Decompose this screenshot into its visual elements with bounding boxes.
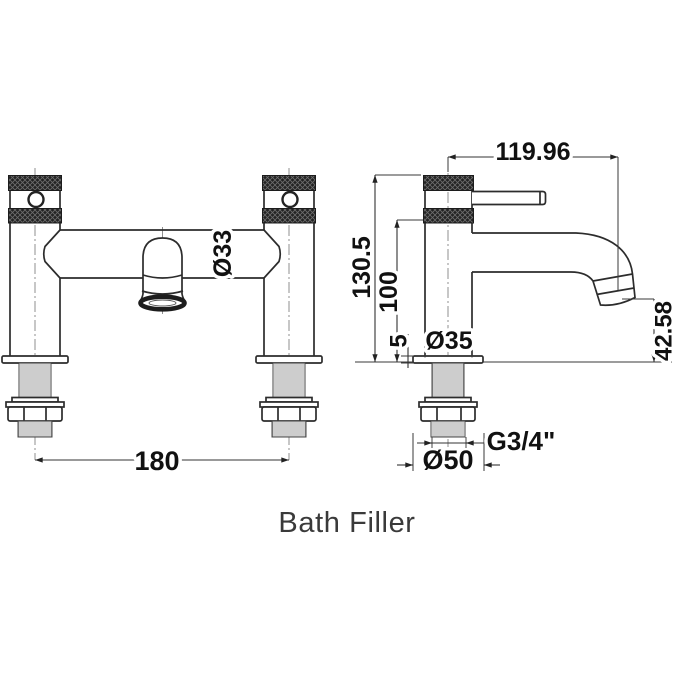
right-tail	[255, 355, 323, 438]
dim-body-diameter-label: Ø33	[209, 230, 237, 277]
backnut	[7, 406, 63, 422]
dim-body-height-label: 100	[375, 271, 403, 313]
knurl-band	[423, 208, 474, 224]
threaded-shank	[272, 362, 306, 399]
dim-deck-thickness-label: 5	[385, 334, 412, 347]
drawing-caption: Bath Filler	[278, 507, 415, 539]
knurl-band	[262, 175, 316, 191]
thread-end	[17, 420, 53, 438]
indicator-circle	[281, 190, 299, 209]
dim-180-label: 180	[134, 446, 179, 476]
backnut	[420, 406, 476, 422]
thread-end	[430, 420, 466, 438]
side-tail	[412, 355, 484, 438]
spout-outlet-hole	[148, 299, 177, 307]
dimension-spout-drop: 42.58	[483, 297, 675, 365]
flange	[1, 355, 69, 364]
dim-thread-size-label: G3/4"	[487, 426, 556, 456]
knurl-band	[423, 175, 474, 191]
dim-total-height-label: 130.5	[348, 236, 376, 299]
dim-pillar-diameter-label: Ø35	[425, 327, 472, 355]
dimension-pillar-diameter: Ø35	[422, 324, 476, 359]
flange	[255, 355, 323, 364]
dimension-thread-size: G3/4"	[417, 423, 559, 460]
lever-handle	[472, 190, 547, 206]
side-pillar	[423, 175, 474, 356]
dimension-total-height: 130.5	[344, 174, 421, 363]
knurl-band	[262, 208, 316, 224]
side-view: 119.96 130.5 100 5 Ø35	[344, 135, 675, 479]
front-spout	[138, 237, 187, 312]
front-view: 180 Ø33	[1, 168, 323, 480]
knurl-band	[8, 175, 62, 191]
dim-spout-drop-label: 42.58	[650, 301, 675, 361]
right-pillar	[262, 175, 316, 356]
left-pillar	[8, 175, 62, 356]
dimension-deck-thickness: 5	[382, 331, 416, 368]
body-bar	[42, 229, 282, 279]
threaded-shank	[431, 362, 465, 399]
dimension-centre-distance: 180	[35, 443, 289, 480]
dim-flange-diameter-label: Ø50	[422, 445, 473, 475]
backnut	[261, 406, 317, 422]
dim-spout-reach-label: 119.96	[495, 138, 570, 166]
dimension-body-height: 100	[371, 219, 423, 362]
knurl-band	[8, 208, 62, 224]
indicator-circle	[27, 190, 45, 209]
thread-end	[271, 420, 307, 438]
dimension-flange-diameter: Ø50	[397, 433, 500, 479]
side-spout	[472, 232, 636, 307]
threaded-shank	[18, 362, 52, 399]
left-tail	[1, 355, 69, 438]
dimension-spout-reach: 119.96	[447, 135, 619, 290]
